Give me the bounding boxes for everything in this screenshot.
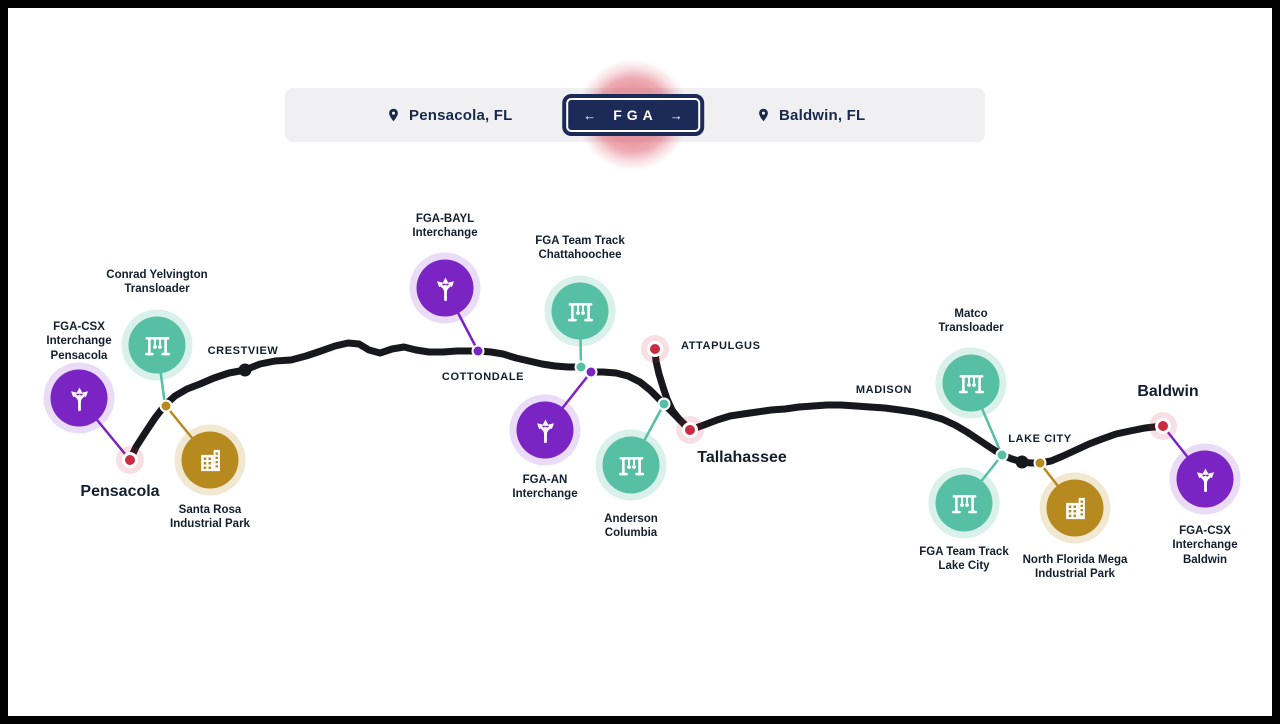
marker-fga-csx-pensacola[interactable] (50, 369, 108, 427)
junction-dot-north-florida (1033, 456, 1047, 470)
gantry-crane-icon (565, 296, 595, 326)
marker-north-florida-mega[interactable] (1046, 479, 1104, 537)
endpoint-dot-baldwin (1155, 418, 1171, 434)
interchange-icon (530, 415, 560, 445)
city-label-pensacola: Pensacola (80, 483, 160, 500)
junction-dot-santa-rosa (159, 399, 173, 413)
label-matco: Matco Transloader (938, 308, 1004, 335)
route-node-lake-city (1015, 455, 1029, 469)
label-anderson-columbia: Anderson Columbia (604, 513, 658, 540)
label-fga-csx-pensacola: FGA-CSX Interchange Pensacola (46, 321, 112, 362)
endpoint-dot-attapulgus (647, 341, 663, 357)
label-fga-an: FGA-AN Interchange (512, 474, 578, 501)
destination-location: Baldwin, FL (756, 106, 884, 124)
map-pin-icon (389, 108, 398, 122)
origin-location: Pensacola, FL (386, 106, 526, 124)
marker-fga-bayl[interactable] (416, 259, 474, 317)
city-label-madison: MADISON (855, 384, 913, 396)
marker-fga-csx-baldwin[interactable] (1176, 450, 1234, 508)
origin-label: Pensacola, FL (409, 106, 513, 124)
marker-fga-an[interactable] (516, 401, 574, 459)
city-label-crestview: CRESTVIEW (207, 345, 279, 357)
label-team-track-chattahoochee: FGA Team Track Chattahoochee (535, 235, 625, 262)
city-label-lake-city: LAKE CITY (1008, 433, 1072, 445)
junction-dot-chattahoochee (574, 360, 588, 374)
interchange-icon (430, 273, 460, 303)
interchange-icon (1190, 464, 1220, 494)
gantry-crane-icon (616, 450, 646, 480)
sign-arrow-right-icon: → (669, 107, 683, 123)
factory-building-icon (195, 445, 225, 475)
city-label-attapulgus: ATTAPULGUS (681, 340, 761, 352)
label-fga-bayl: FGA-BAYL Interchange (412, 213, 478, 240)
marker-matco[interactable] (942, 354, 1000, 412)
fga-route-sign: ← FGA → (563, 95, 703, 135)
label-team-track-lake-city: FGA Team Track Lake City (919, 546, 1009, 573)
junction-dot-anderson-columbia (657, 397, 671, 411)
label-fga-csx-baldwin: FGA-CSX Interchange Baldwin (1172, 525, 1238, 566)
fga-route-sign-inner: ← FGA → (566, 98, 700, 132)
sign-label: FGA (613, 107, 658, 123)
junction-dot-fga-an (584, 365, 598, 379)
label-santa-rosa: Santa Rosa Industrial Park (170, 504, 250, 531)
marker-anderson-columbia[interactable] (602, 436, 660, 494)
gantry-crane-icon (949, 488, 979, 518)
gantry-crane-icon (142, 330, 172, 360)
map-pin-icon (759, 108, 768, 122)
marker-team-track-lake-city[interactable] (935, 474, 993, 532)
endpoint-dot-pensacola (122, 452, 138, 468)
city-label-cottondale: COTTONDALE (441, 371, 525, 383)
city-label-tallahassee: Tallahassee (697, 449, 787, 466)
sign-arrow-left-icon: ← (583, 107, 597, 123)
marker-conrad-yelvington[interactable] (128, 316, 186, 374)
gantry-crane-icon (956, 368, 986, 398)
endpoint-dot-tallahassee (682, 422, 698, 438)
label-north-florida-mega: North Florida Mega Industrial Park (1022, 554, 1128, 581)
junction-dot-lake-city-teal (995, 448, 1009, 462)
main-route-line (126, 339, 1167, 467)
route-node-crestview (238, 363, 252, 377)
city-label-baldwin: Baldwin (1137, 383, 1199, 400)
marker-santa-rosa[interactable] (181, 431, 239, 489)
label-conrad-yelvington: Conrad Yelvington Transloader (106, 269, 208, 296)
destination-label: Baldwin, FL (779, 106, 866, 124)
factory-building-icon (1060, 493, 1090, 523)
interchange-icon (64, 383, 94, 413)
junction-dot-fga-bayl (471, 344, 485, 358)
marker-team-track-chattahoochee[interactable] (551, 282, 609, 340)
